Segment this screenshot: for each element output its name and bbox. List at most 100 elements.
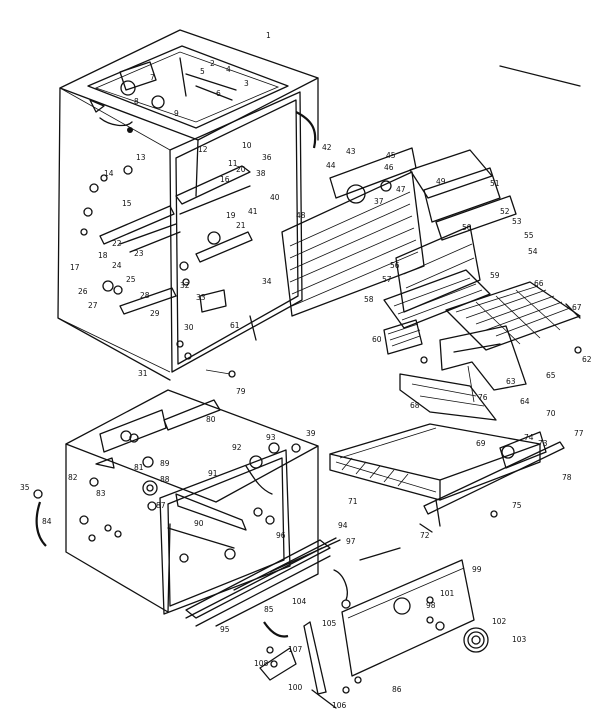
label-58: 58	[364, 295, 374, 304]
label-86: 86	[392, 685, 402, 694]
label-73: 73	[538, 439, 548, 448]
label-70: 70	[546, 409, 556, 418]
label-60: 60	[372, 335, 382, 344]
label-53: 53	[512, 217, 522, 226]
label-12: 12	[198, 145, 208, 154]
label-74: 74	[524, 433, 534, 442]
label-89: 89	[160, 459, 170, 468]
label-3: 3	[244, 79, 249, 88]
label-8: 8	[134, 97, 139, 106]
label-57: 57	[382, 275, 392, 284]
label-45: 45	[386, 151, 396, 160]
label-95: 95	[220, 625, 230, 634]
upper-oven-cabinet	[57, 29, 319, 381]
label-27: 27	[88, 301, 98, 310]
label-93: 93	[266, 433, 276, 442]
label-47: 47	[396, 185, 406, 194]
label-41: 41	[248, 207, 258, 216]
label-80: 80	[206, 415, 216, 424]
label-40: 40	[270, 193, 280, 202]
label-64: 64	[520, 397, 530, 406]
label-92: 92	[232, 443, 242, 452]
label-106: 106	[332, 701, 347, 710]
label-32: 32	[180, 281, 190, 290]
label-72: 72	[420, 531, 430, 540]
label-28: 28	[140, 291, 150, 300]
label-56: 56	[390, 261, 400, 270]
label-29: 29	[150, 309, 160, 318]
label-100: 100	[288, 683, 303, 692]
label-31: 31	[138, 369, 148, 378]
label-62: 62	[582, 355, 592, 364]
label-39: 39	[306, 429, 316, 438]
label-7: 7	[150, 73, 155, 82]
label-46: 46	[384, 163, 394, 172]
label-84: 84	[42, 517, 52, 526]
label-68: 68	[410, 401, 420, 410]
label-11: 11	[228, 159, 238, 168]
label-42: 42	[322, 143, 332, 152]
label-22: 22	[112, 239, 122, 248]
label-30: 30	[184, 323, 194, 332]
label-5: 5	[200, 67, 205, 76]
label-16: 16	[220, 175, 230, 184]
label-43: 43	[346, 147, 356, 156]
label-78: 78	[562, 473, 572, 482]
label-50: 50	[462, 223, 472, 232]
label-82: 82	[68, 473, 78, 482]
label-48: 48	[296, 211, 306, 220]
label-55: 55	[524, 231, 534, 240]
label-26: 26	[78, 287, 88, 296]
label-88: 88	[160, 475, 170, 484]
label-18: 18	[98, 251, 108, 260]
label-49: 49	[436, 177, 446, 186]
label-79: 79	[236, 387, 246, 396]
label-59: 59	[490, 271, 500, 280]
label-108: 108	[254, 659, 269, 668]
reference-line	[499, 65, 581, 87]
label-2: 2	[210, 59, 215, 68]
label-54: 54	[528, 247, 538, 256]
label-65: 65	[546, 371, 556, 380]
label-69: 69	[476, 439, 486, 448]
label-10: 10	[242, 141, 252, 150]
label-9: 9	[174, 109, 179, 118]
label-23: 23	[134, 249, 144, 258]
label-87: 87	[156, 501, 166, 510]
label-77: 77	[574, 429, 584, 438]
label-13: 13	[136, 153, 146, 162]
label-91: 91	[208, 469, 218, 478]
label-76: 76	[478, 393, 488, 402]
label-85: 85	[264, 605, 274, 614]
label-101: 101	[440, 589, 455, 598]
label-44: 44	[326, 161, 336, 170]
label-52: 52	[500, 207, 510, 216]
label-63: 63	[506, 377, 516, 386]
label-94: 94	[338, 521, 348, 530]
label-102: 102	[492, 617, 507, 626]
label-1: 1	[266, 31, 271, 40]
label-66: 66	[534, 279, 544, 288]
part-number-labels: 1 2 3 4 5 6 7 8 9 10 11 12 13 14 15 16 1…	[20, 31, 592, 710]
label-24: 24	[112, 261, 122, 270]
label-4: 4	[226, 65, 231, 74]
label-90: 90	[194, 519, 204, 528]
lower-broiler-door	[185, 537, 489, 709]
label-83: 83	[96, 489, 106, 498]
label-99: 99	[472, 565, 482, 574]
label-81: 81	[134, 463, 144, 472]
label-67: 67	[572, 303, 582, 312]
label-97: 97	[346, 537, 356, 546]
label-96: 96	[276, 531, 286, 540]
storage-drawer	[329, 423, 565, 533]
label-19: 19	[226, 211, 236, 220]
upper-back-panel	[281, 147, 582, 421]
label-38: 38	[256, 169, 266, 178]
label-61: 61	[230, 321, 240, 330]
label-14: 14	[104, 169, 114, 178]
label-6: 6	[216, 89, 221, 98]
label-107: 107	[288, 645, 303, 654]
label-36: 36	[262, 153, 272, 162]
